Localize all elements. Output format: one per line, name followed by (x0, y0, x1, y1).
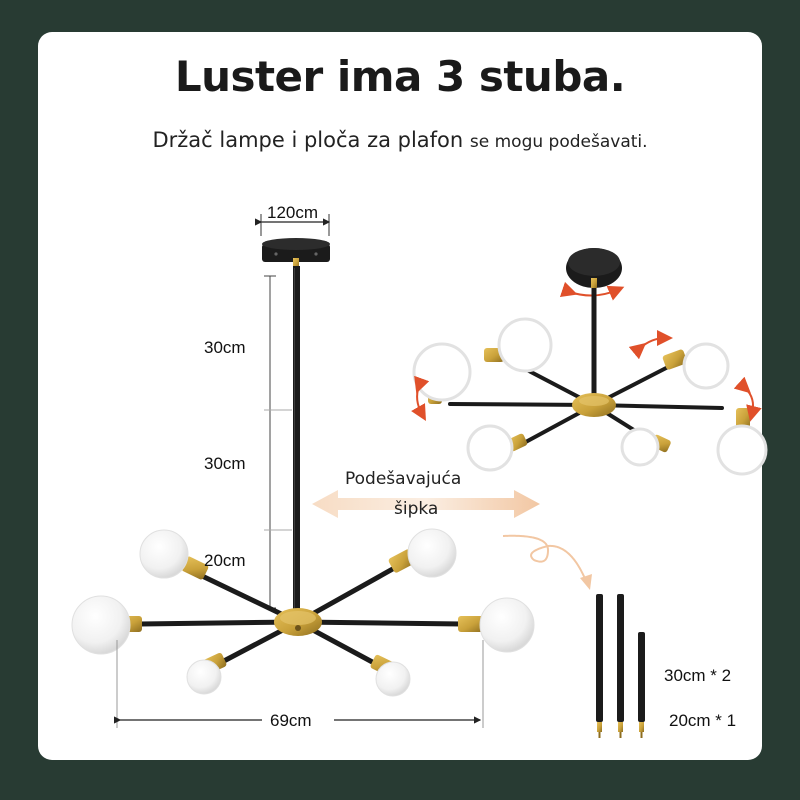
spare-rods (596, 594, 645, 738)
page-title: Luster ima 3 stuba. (174, 52, 626, 101)
subtitle-main: Držač lampe i ploča za plafon (152, 128, 464, 152)
rod-middle-label: 30cm (204, 454, 246, 473)
bulbs (71, 528, 535, 697)
subtitle-small: se mogu podešavati. (469, 132, 648, 152)
right-socket-rotate-arrow (733, 376, 762, 422)
curly-arrow (502, 534, 589, 587)
canopy-width-label: 120cm (267, 203, 319, 222)
total-width-dimension (114, 640, 484, 728)
main-chandelier (71, 214, 535, 728)
adjustable-rod-arrow (312, 490, 540, 518)
adjustable-rod-label-line2: šipka (394, 499, 439, 519)
rod-bottom-label: 20cm (204, 551, 246, 570)
canopy-width-dimension (255, 214, 331, 236)
rods-long-count: 30cm * 2 (664, 666, 732, 685)
ceiling-canopy (262, 238, 330, 268)
angled-chandelier (411, 248, 768, 476)
total-width-label: 69cm (270, 711, 312, 730)
upper-socket-rotate-arrow (628, 330, 673, 360)
left-socket-rotate-arrow (411, 375, 430, 421)
main-rod (293, 266, 300, 616)
page-subtitle: Držač lampe i ploča za plafon se mogu po… (0, 128, 800, 152)
adjustable-rod-label-line1: Podešavajuća (345, 469, 462, 489)
rod-top-label: 30cm (204, 338, 246, 357)
rods-short-count: 20cm * 1 (669, 711, 737, 730)
rod-length-dimension (264, 275, 292, 609)
